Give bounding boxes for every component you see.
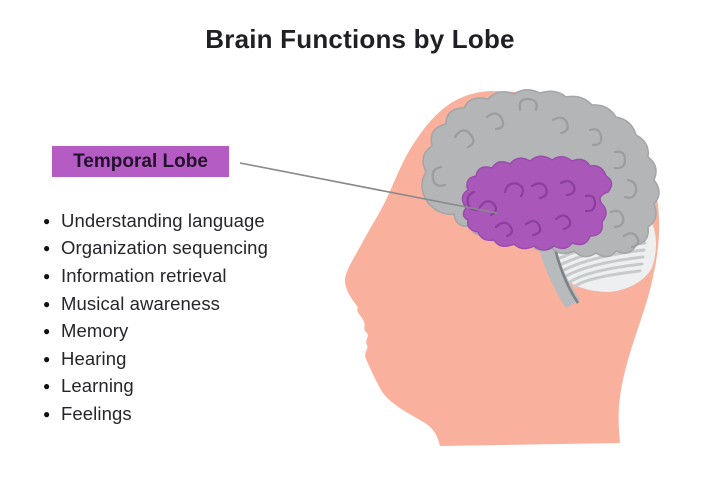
bullet-icon: ● — [43, 351, 51, 366]
function-item: ● Memory — [43, 317, 268, 345]
bullet-icon: ● — [43, 296, 51, 311]
bullet-icon: ● — [43, 241, 51, 256]
function-item: ● Feelings — [43, 400, 268, 428]
function-item: ● Hearing — [43, 345, 268, 373]
function-list: ● Understanding language ● Organization … — [43, 207, 268, 428]
function-item: ● Musical awareness — [43, 290, 268, 318]
function-label: Learning — [61, 375, 134, 397]
function-label: Information retrieval — [61, 264, 227, 286]
temporal-lobe-gyri — [466, 179, 597, 238]
bullet-icon: ● — [43, 406, 51, 421]
bullet-icon: ● — [43, 379, 51, 394]
function-item: ● Information retrieval — [43, 262, 268, 290]
function-label: Feelings — [61, 402, 132, 424]
temporal-lobe-shape — [461, 155, 613, 251]
function-label: Organization sequencing — [61, 237, 268, 259]
function-label: Understanding language — [61, 209, 265, 231]
function-label: Hearing — [61, 347, 127, 369]
bullet-icon: ● — [43, 213, 51, 228]
function-item: ● Learning — [43, 373, 268, 401]
bullet-icon: ● — [43, 324, 51, 339]
function-item: ● Understanding language — [43, 207, 268, 235]
connector-line — [239, 162, 498, 214]
page-title: Brain Functions by Lobe — [205, 24, 515, 54]
function-label: Memory — [61, 320, 129, 342]
bullet-icon: ● — [43, 268, 51, 283]
function-label: Musical awareness — [61, 292, 221, 314]
temporal-lobe-label: Temporal Lobe — [52, 146, 229, 177]
function-item: ● Organization sequencing — [43, 235, 268, 263]
